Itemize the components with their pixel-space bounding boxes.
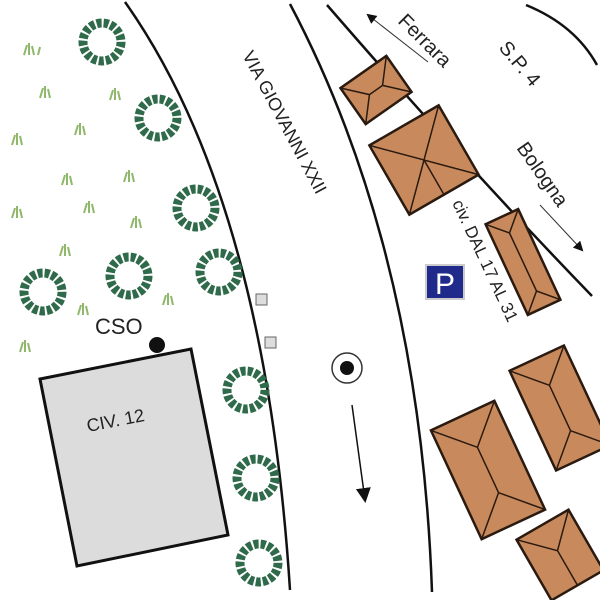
road-edge-left [288,3,434,593]
grass-icon [83,201,95,214]
grass-icon [11,133,23,146]
grass-icon [39,86,51,99]
grass-icon [130,216,142,229]
post [255,293,268,306]
grass-icon [162,293,174,306]
tree-icon [78,18,126,66]
grass-icon [77,303,89,316]
building-roof [429,399,547,541]
tree-icon [235,539,283,587]
road-label: S.P. 4 [494,37,544,91]
hedge-line [123,1,292,591]
tree-icon [19,268,67,316]
cso-label: CSO [95,314,143,339]
building-roof [367,103,481,217]
tree-icon [172,184,220,232]
tree-icon [195,248,243,296]
tree-icon [222,366,270,414]
tree-icon [105,252,153,300]
grass-icon [59,244,71,257]
grass-icon [11,206,23,219]
grass-icon [74,123,86,136]
bologna-arrow [539,204,584,252]
svg-text:P: P [435,268,455,301]
point-marker [331,352,363,384]
building-roof [483,207,563,317]
grass-icon [23,43,41,56]
post [264,336,277,349]
flow-arrow [351,404,371,503]
building-civ-12: CIV. 12 [38,347,230,568]
ferrara-label: Ferrara [393,10,456,73]
grass-icon [19,340,31,353]
grass-icon [109,88,121,101]
sp4-edge [525,3,599,66]
grass-icon [123,170,135,183]
building-roof [338,54,414,126]
building-roof [507,343,600,473]
parking-sign: P [425,264,465,301]
cso-marker [149,337,165,353]
bologna-label: Bologna [512,138,573,211]
tree-icon [232,454,280,502]
building-roof [514,507,600,600]
street-label: VIA GIOVANNI XXII [238,47,330,197]
ferrara-arrow [366,13,429,63]
tree-icon [134,94,182,142]
grass-icon [61,173,73,186]
